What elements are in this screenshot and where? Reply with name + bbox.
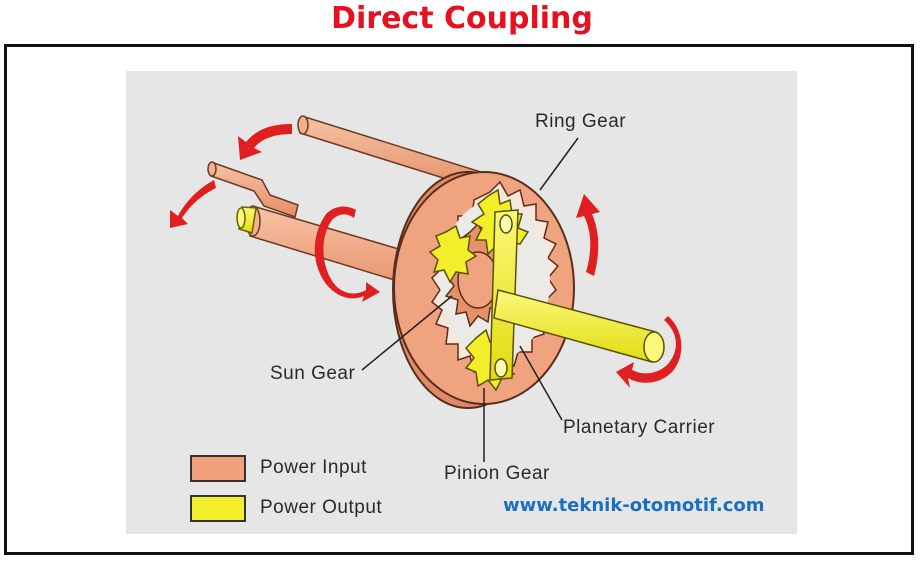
watermark-url: www.teknik-otomotif.com [503,495,765,516]
diagram-title: Direct Coupling [331,1,593,36]
power-input-label: Power Input [260,457,367,478]
planetary-carrier-label: Planetary Carrier [563,417,716,438]
pinion-gear-label: Pinion Gear [444,463,550,484]
power-input-swatch [190,455,246,482]
leader-lines [361,137,579,462]
rotation-arrows [170,124,682,388]
power-output-swatch [190,495,246,522]
output-shaft [493,289,665,363]
crank-shaft [207,161,299,218]
sun-gear-label: Sun Gear [270,363,356,384]
power-output-label: Power Output [260,497,383,518]
ring-gear-label: Ring Gear [535,111,627,132]
